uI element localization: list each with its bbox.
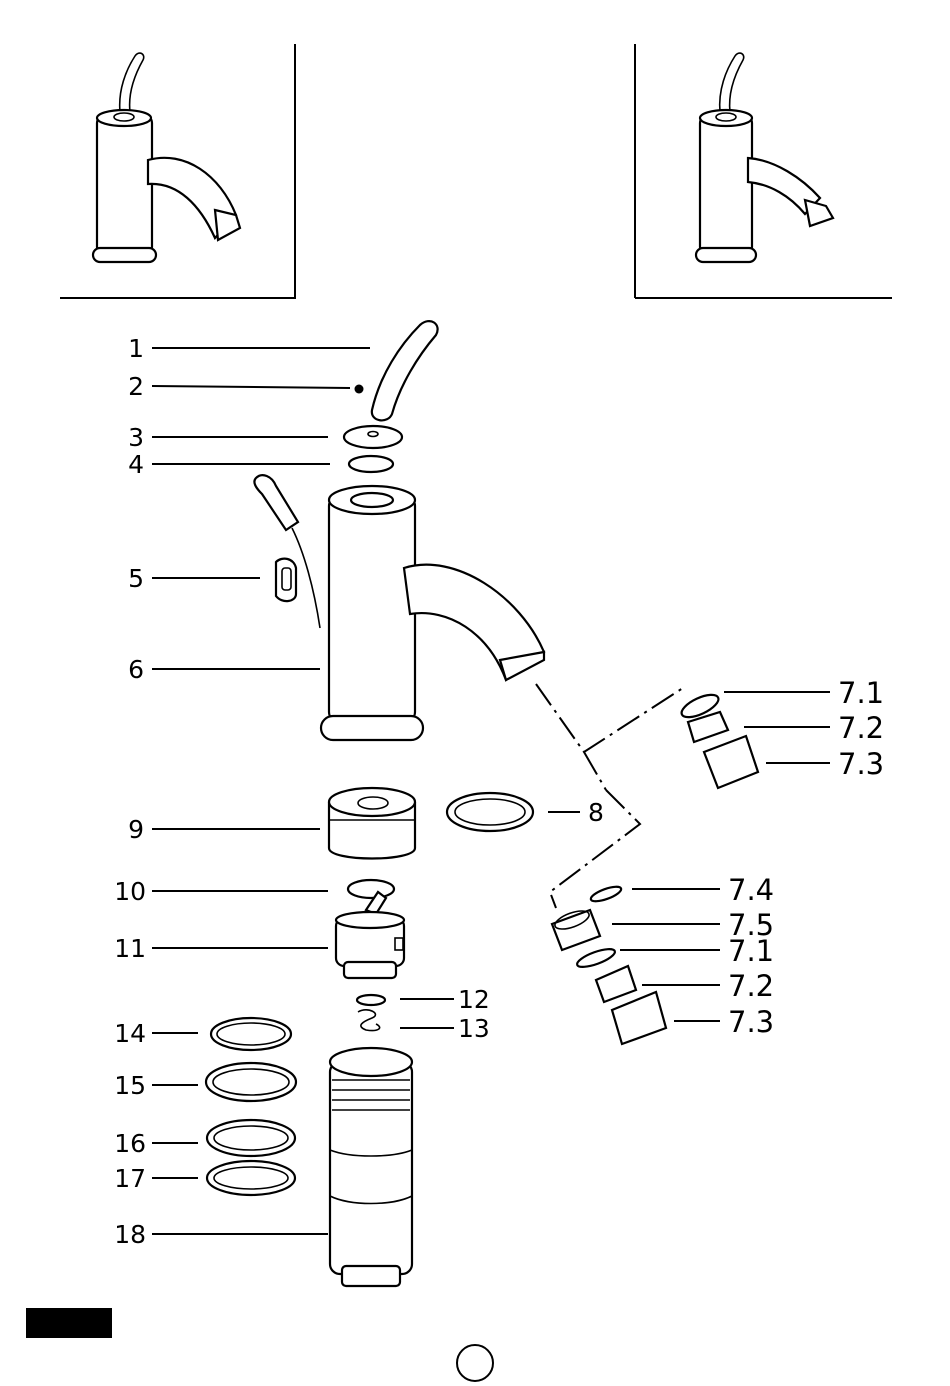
part-aerator-insert-7-2b: [596, 966, 636, 1002]
part-set-screw: [355, 385, 364, 394]
part-aerator-seal-7-1b: [575, 946, 617, 971]
callout-13: 13: [458, 1014, 490, 1043]
part-aerator-sleeve-7-3a: [704, 736, 758, 788]
part-body: [329, 496, 415, 722]
callout-6: 6: [128, 655, 144, 684]
part-o-ring-17: [207, 1161, 295, 1195]
part-aerator-sleeve-7-3b: [612, 992, 666, 1044]
part-washer-12: [357, 995, 385, 1005]
callout-16: 16: [114, 1129, 146, 1158]
callout-7-1-upper: 7.1: [838, 676, 884, 710]
callout-4: 4: [128, 450, 144, 479]
part-hose-clip: [276, 559, 296, 601]
callout-7-4: 7.4: [728, 873, 774, 907]
black-marker-bar: [26, 1308, 112, 1338]
callout-8: 8: [588, 798, 604, 827]
callout-17: 17: [114, 1164, 146, 1193]
callout-5: 5: [128, 564, 144, 593]
callout-12: 12: [458, 985, 490, 1014]
part-valve-housing: [330, 1062, 412, 1274]
callout-11: 11: [114, 934, 146, 963]
part-spring-13: [358, 1010, 380, 1031]
aerator-assembly-upper: [536, 684, 758, 790]
aerator-assembly-lower: [550, 790, 666, 1044]
part-lever-handle: [372, 321, 438, 420]
callout-labels: 1 2 3 4 5 6 9 10 11 12 13 14 15 16 17 18…: [114, 334, 884, 1249]
callout-7-3-upper: 7.3: [838, 747, 884, 781]
page-circle-mark: [457, 1345, 493, 1381]
callout-9: 9: [128, 815, 144, 844]
callout-3: 3: [128, 423, 144, 452]
faucet-exploded-view: [206, 321, 544, 1286]
callout-15: 15: [114, 1071, 146, 1100]
callout-7-2-lower: 7.2: [728, 969, 774, 1003]
part-o-ring-4: [349, 456, 393, 472]
callout-7-1-lower: 7.1: [728, 934, 774, 968]
callout-2: 2: [128, 372, 144, 401]
callout-1: 1: [128, 334, 144, 363]
callout-7-2-upper: 7.2: [838, 711, 884, 745]
variant-b-thumbnail: [635, 44, 892, 298]
part-aerator-seal-7-4: [589, 884, 622, 904]
part-aerator-ring-7-5: [552, 910, 600, 950]
part-seal-10: [348, 880, 394, 898]
variant-a-thumbnail: [60, 44, 296, 298]
callout-14: 14: [114, 1019, 146, 1048]
callout-7-3-lower: 7.3: [728, 1005, 774, 1039]
callout-10: 10: [114, 877, 146, 906]
callout-18: 18: [114, 1220, 146, 1249]
